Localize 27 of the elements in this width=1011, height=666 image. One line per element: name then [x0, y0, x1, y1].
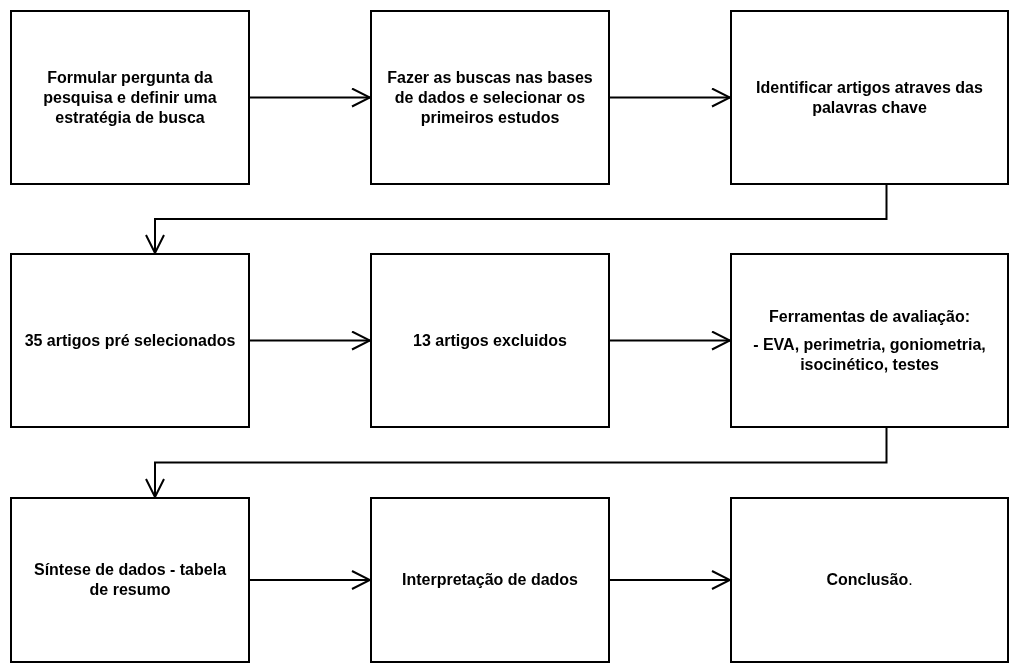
process-box — [370, 253, 610, 428]
arrow — [609, 87, 731, 108]
arrow — [249, 330, 371, 351]
box-text: Identificar artigos atraves das palavras chave — [755, 77, 984, 118]
process-box — [730, 10, 1009, 185]
process-box — [370, 497, 610, 663]
arrow — [145, 184, 888, 254]
box-text: 35 artigos pré selecionados — [24, 330, 236, 351]
process-box — [370, 10, 610, 185]
box-text: 13 artigos excluidos — [413, 330, 567, 351]
box-text: Síntese de dados - tabela de resumo — [32, 560, 228, 600]
arrow — [145, 427, 888, 498]
process-box — [730, 253, 1009, 428]
box-text: Conclusão. — [826, 570, 913, 590]
arrow — [609, 330, 731, 351]
box-text: Interpretação de dados — [401, 570, 578, 590]
process-box — [10, 253, 250, 428]
box-detail-text: - EVA, perimetria, goniometria, isocinético, testes — [752, 334, 987, 375]
process-box — [730, 497, 1009, 663]
box-text: Ferramentas de avaliação: — [769, 306, 970, 327]
process-box — [10, 497, 250, 663]
box-text: Formular pergunta da pesquisa e definir uma estratégia de busca — [42, 67, 218, 128]
arrow — [249, 570, 371, 590]
box-text: Fazer as buscas nas bases de dados e selecionar os primeiros estudos — [386, 67, 594, 128]
process-box — [10, 10, 250, 185]
arrow — [609, 570, 731, 590]
arrow — [249, 87, 371, 108]
